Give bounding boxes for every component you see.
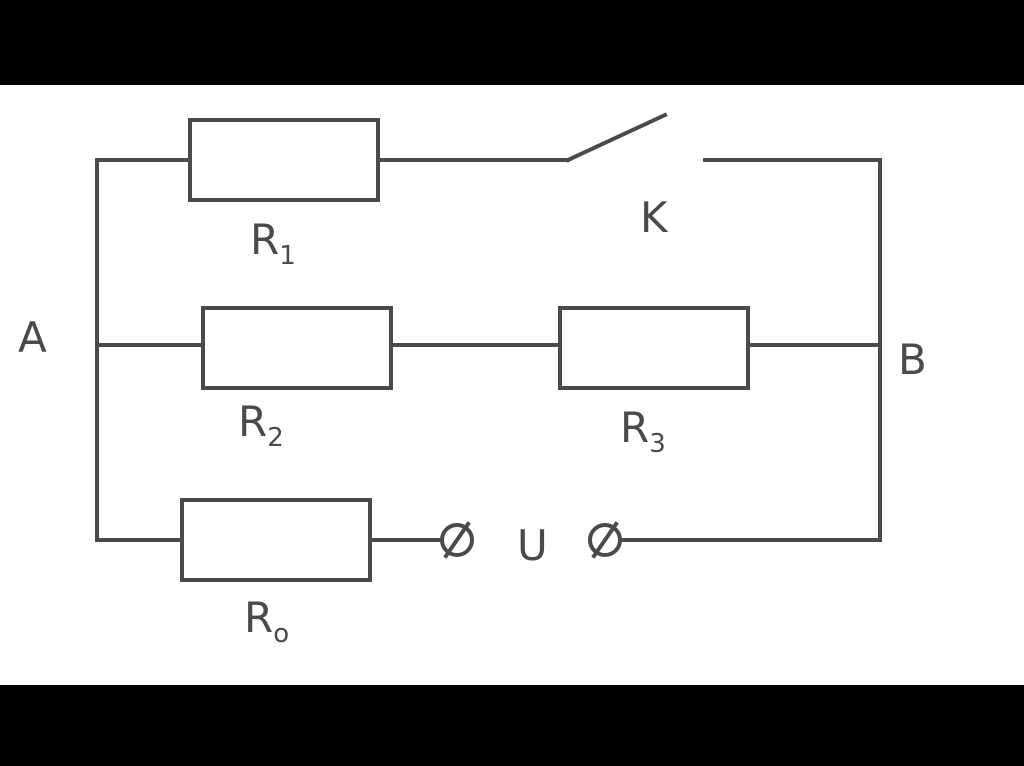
r2-letter: R <box>238 397 267 446</box>
r3-index: 3 <box>649 429 666 459</box>
diagram-paper <box>0 85 1024 685</box>
r1-index: 1 <box>279 241 296 271</box>
source-u-label: U <box>517 521 548 570</box>
switch-k-label: K <box>640 193 669 242</box>
terminal-left-icon <box>440 521 474 559</box>
r2-index: 2 <box>267 423 284 453</box>
resistor-r2 <box>201 306 393 390</box>
terminal-right-icon <box>588 521 622 559</box>
r1-label: R1 <box>250 215 296 271</box>
r3-label: R3 <box>620 403 666 459</box>
r3-letter: R <box>620 403 649 452</box>
switch-k-blade <box>565 112 668 163</box>
node-b-label: B <box>898 335 927 384</box>
resistor-r0 <box>180 498 372 582</box>
resistor-r3 <box>558 306 750 390</box>
r0-letter: R <box>244 593 273 642</box>
r0-label: Ro <box>244 593 289 649</box>
r1-letter: R <box>250 215 279 264</box>
r0-index: o <box>273 619 289 649</box>
node-a-label: A <box>18 313 47 362</box>
resistor-r1 <box>188 118 380 202</box>
r2-label: R2 <box>238 397 284 453</box>
